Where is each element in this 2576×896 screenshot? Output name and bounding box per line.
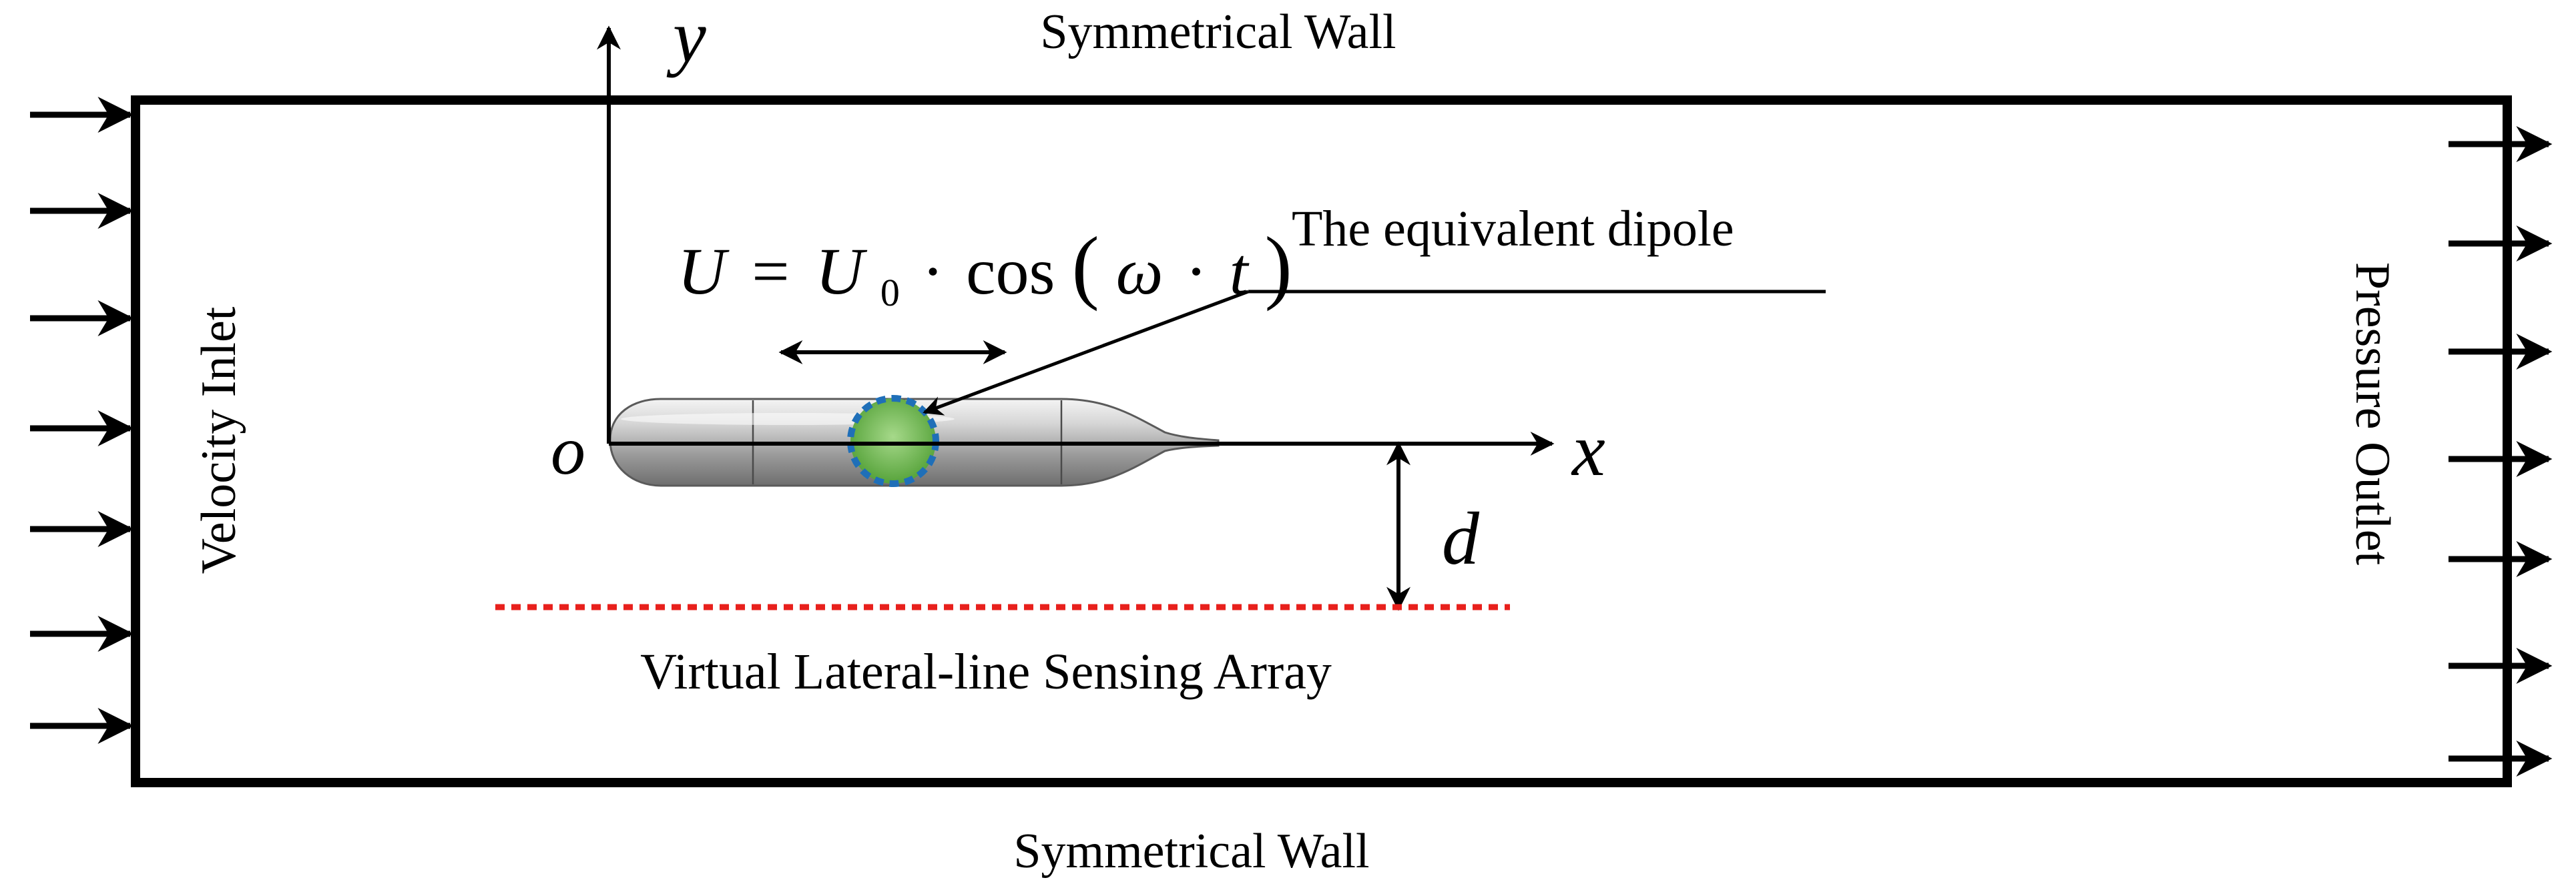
equation-cos: cos xyxy=(966,234,1055,308)
equation-lhs: U xyxy=(678,234,730,308)
equation-omega: ω xyxy=(1116,234,1164,308)
top-wall-label: Symmetrical Wall xyxy=(1040,5,1396,59)
equation-open-paren: ( xyxy=(1071,220,1099,312)
inlet-arrows xyxy=(30,97,134,744)
x-axis-label: x xyxy=(1571,409,1605,492)
domain-boundary xyxy=(131,95,2512,787)
equation-amplitude: U xyxy=(816,234,868,308)
equation-equals: = xyxy=(752,234,789,308)
dipole-pointer-arrow xyxy=(923,290,1249,416)
bottom-wall-label: Symmetrical Wall xyxy=(1013,824,1369,879)
dipole-marker xyxy=(847,395,939,487)
distance-label: d xyxy=(1442,498,1480,580)
inlet-label: Velocity Inlet xyxy=(192,306,246,574)
velocity-equation: U = U 0 · cos ( ω · t ) xyxy=(678,220,1292,320)
sensing-array-label: Virtual Lateral-line Sensing Array xyxy=(640,644,1332,700)
outlet-label: Pressure Outlet xyxy=(2345,262,2400,566)
equation-dot: · xyxy=(1185,234,1207,308)
y-axis-label: y xyxy=(666,0,706,78)
outlet-arrows xyxy=(2449,126,2553,777)
equation-close-paren: ) xyxy=(1264,220,1292,312)
equation-dot: · xyxy=(922,234,944,308)
dipole-label: The equivalent dipole xyxy=(1292,201,1734,257)
origin-label: o xyxy=(551,412,585,489)
equation-subscript: 0 xyxy=(880,271,900,314)
